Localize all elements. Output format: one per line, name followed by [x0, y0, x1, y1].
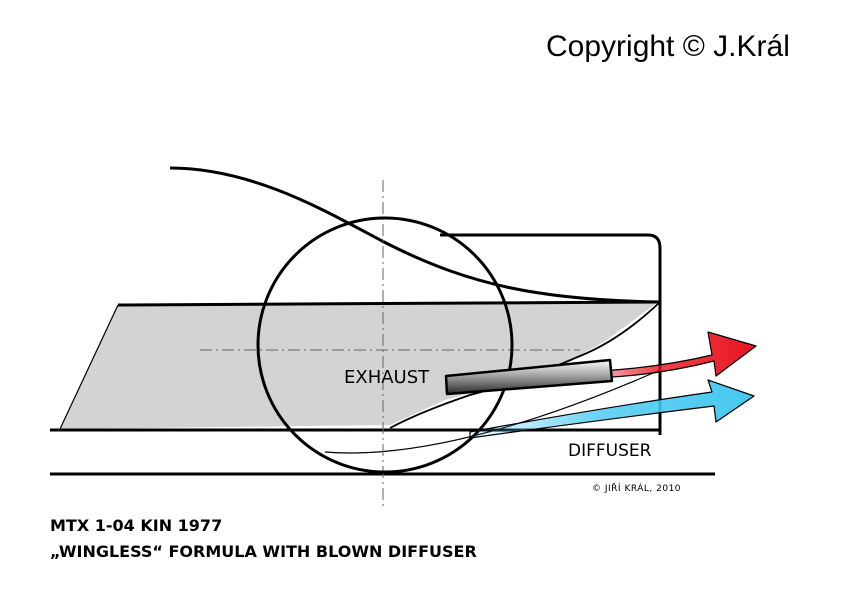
exhaust-pipe — [444, 358, 614, 396]
sidepod-top-line — [117, 300, 661, 307]
rear-bodywork — [440, 233, 662, 435]
rear-wheel — [256, 216, 514, 474]
engine-cover-curve — [169, 166, 661, 304]
caption-description: „WINGLESS“ FORMULA WITH BLOWN DIFFUSER — [50, 542, 477, 561]
diffuser-label: DIFFUSER — [568, 441, 652, 461]
caption-model: MTX 1-04 KIN 1977 — [50, 516, 223, 535]
exhaust-label: EXHAUST — [344, 367, 430, 388]
sidepod-body — [60, 302, 658, 429]
copyright-notice: Copyright © J.Král — [546, 30, 790, 63]
author-credit: © JIŘÍ KRÁL, 2010 — [592, 484, 682, 494]
air-flow-arrow — [469, 379, 755, 439]
sidepod-front-edge — [59, 304, 119, 430]
